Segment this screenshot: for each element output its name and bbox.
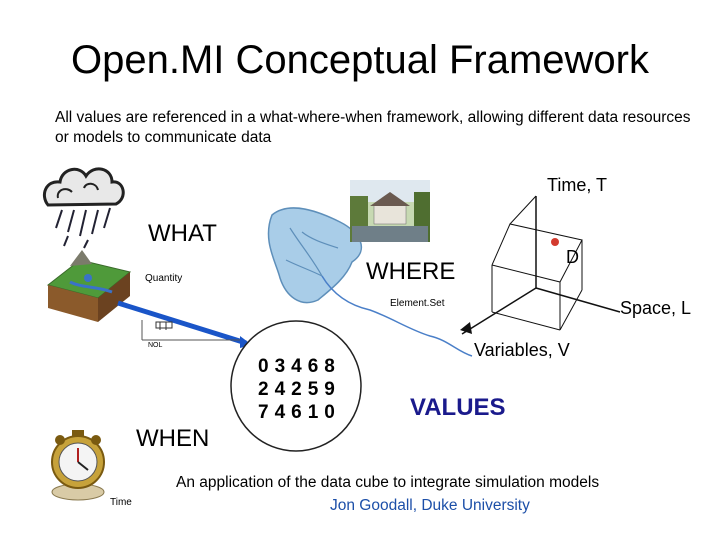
elementset-label: Element.Set	[390, 298, 445, 309]
where-label: WHERE	[366, 258, 456, 285]
house-photo-icon	[350, 180, 430, 242]
values-row-3: 74610	[258, 402, 341, 423]
space-axis-line	[535, 287, 621, 313]
time-axis-label: Time, T	[547, 175, 608, 195]
values-circle	[230, 320, 362, 452]
when-label: WHEN	[136, 425, 210, 452]
values-row-2: 24259	[258, 379, 341, 400]
quantity-label: Quantity	[145, 273, 183, 284]
quantity-mini-chart	[141, 320, 240, 341]
time-small-label: Time	[110, 497, 132, 508]
watershed-map-icon	[267, 207, 473, 357]
data-point-d	[551, 238, 559, 246]
footer-description: An application of the data cube to integ…	[176, 474, 600, 491]
slide-title: Open.MI Conceptual Framework	[70, 38, 649, 82]
storm-cloud-icon	[43, 167, 125, 249]
data-cube	[460, 195, 621, 335]
values-row-1: 03468	[258, 356, 341, 377]
variables-axis-label: Variables, V	[474, 340, 570, 360]
stopwatch-icon	[51, 430, 105, 501]
values-label: VALUES	[410, 394, 506, 421]
footer-author: Jon Goodall, Duke University	[330, 497, 530, 514]
slide-subtitle: All values are referenced in a what-wher…	[55, 109, 691, 146]
variables-axis-line	[461, 287, 537, 335]
flow-line	[117, 300, 252, 348]
quantity-axis-label: NOL	[148, 342, 163, 349]
point-d-label: D	[566, 247, 579, 267]
space-axis-label: Space, L	[620, 298, 692, 318]
terrain-block-icon	[46, 250, 132, 322]
what-label: WHAT	[148, 220, 217, 247]
